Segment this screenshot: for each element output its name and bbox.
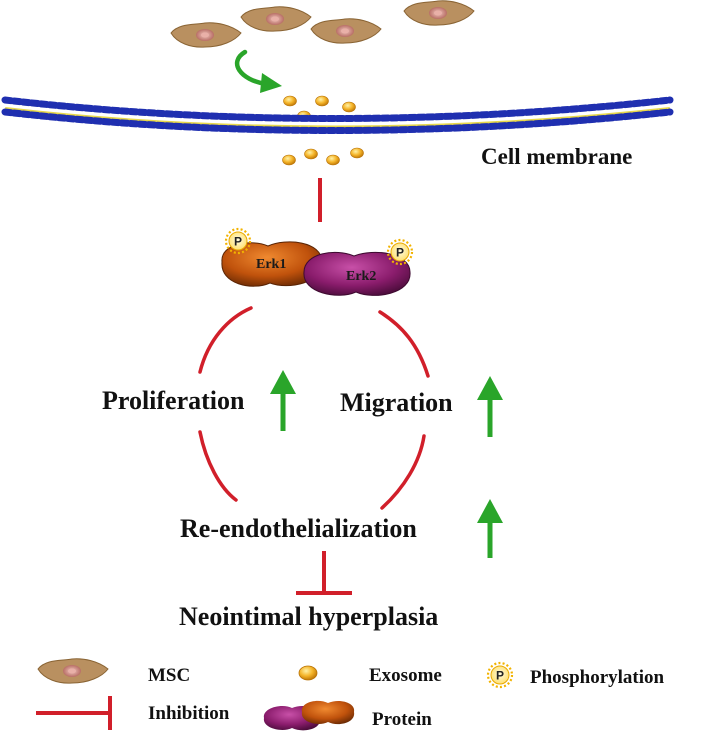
legend-inhibition: Inhibition: [36, 696, 230, 730]
exosome-icon: [304, 148, 318, 160]
re-endothelialization-label: Re-endothelialization: [180, 514, 417, 543]
exosome-icon: [282, 154, 296, 166]
erk2-label: Erk2: [346, 269, 376, 284]
exosome-icon: [350, 147, 364, 159]
legend-exosome-label: Exosome: [369, 665, 442, 686]
erk1-label: Erk1: [256, 257, 286, 272]
inhibition-symbol: [296, 551, 352, 595]
legend-inhibition-label: Inhibition: [148, 703, 230, 724]
exosome-icon: [342, 101, 356, 113]
msc-cell-icon: [310, 18, 382, 44]
up-arrow-icon: [477, 376, 503, 437]
up-arrow-icon: [477, 499, 503, 558]
migration-label: Migration: [340, 388, 453, 417]
legend-msc-label: MSC: [148, 665, 190, 686]
cell-membrane-label: Cell membrane: [481, 144, 632, 169]
up-arrow-icon: [270, 370, 296, 431]
erk-complex: Erk1 Erk2 P P: [221, 227, 414, 296]
exosome-icon: [326, 154, 340, 166]
neointimal-hyperplasia-label: Neointimal hyperplasia: [179, 602, 438, 631]
exosome-icon: [315, 95, 329, 107]
erk-migration-curve: [378, 310, 430, 378]
msc-cells: [170, 0, 475, 48]
msc-cell-icon: [37, 658, 109, 684]
phosphorylation-icon: P: [486, 661, 514, 689]
inhibition-icon: [36, 696, 112, 730]
erk2-phosphorylation-icon: P: [386, 238, 414, 266]
legend-protein-label: Protein: [372, 709, 432, 730]
legend-exosome: Exosome: [298, 665, 442, 686]
legend-msc: MSC: [37, 658, 190, 686]
erk2-protein: [303, 251, 411, 296]
legend-protein: Protein: [263, 700, 432, 731]
msc-cell-icon: [170, 22, 242, 48]
proliferation-label: Proliferation: [102, 386, 245, 415]
cell-membrane-bilayer: [1, 96, 674, 134]
legend-phosphorylation: P Phosphorylation: [486, 661, 665, 689]
pathway-curves: [198, 306, 430, 510]
legend: MSC Exosome P Phosphorylation Inhibition: [36, 658, 665, 731]
svg-text:P: P: [496, 669, 504, 683]
msc-cell-icon: [240, 6, 312, 32]
protein-icon: [263, 700, 355, 731]
msc-cell-icon: [403, 0, 475, 26]
exosomes-intracellular: [282, 147, 364, 166]
migration-reendo-curve: [380, 434, 426, 510]
erk1-phosphorylation-icon: P: [224, 227, 252, 255]
erk-proliferation-curve: [198, 306, 253, 374]
proliferation-reendo-curve: [198, 430, 238, 502]
legend-phosphorylation-label: Phosphorylation: [530, 667, 665, 688]
exosome-icon: [283, 95, 297, 107]
exosome-release-arrow: [234, 49, 282, 93]
svg-text:P: P: [234, 235, 242, 249]
svg-text:P: P: [396, 246, 404, 260]
exosome-icon: [298, 665, 318, 681]
